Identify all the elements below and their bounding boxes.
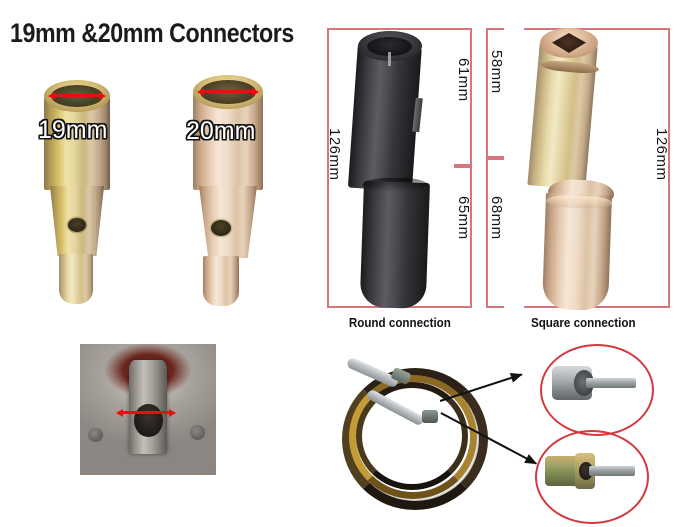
connector-19mm — [38, 78, 118, 306]
square-lower-bracket — [486, 158, 521, 308]
installed-connector-bore — [134, 404, 163, 437]
square-upper-bracket-tick-bottom — [486, 156, 504, 158]
square-bracket-bottom — [524, 306, 670, 308]
square-connector — [518, 28, 638, 312]
cable-coil-inner — [356, 382, 468, 490]
hub-bolt-hole-right — [190, 425, 206, 440]
installed-connector-bore-arrow — [122, 411, 170, 414]
coiled-cable — [336, 352, 488, 510]
round-total-dimension: 126mm — [326, 128, 343, 181]
lower-fitting-shaft — [589, 466, 635, 476]
connector-19mm-size-label: 19mm — [38, 116, 108, 144]
round-connector-lower-barrel — [359, 180, 430, 310]
hub-bolt-hole-left — [88, 427, 104, 443]
round-lower-bracket — [437, 166, 472, 308]
square-bracket-top — [524, 28, 670, 30]
square-lower-dimension: 68mm — [488, 196, 505, 240]
square-connector-lower-barrel — [541, 192, 612, 312]
round-connection-caption: Round connection — [348, 316, 451, 330]
round-lower-bracket-line — [470, 166, 472, 308]
square-lower-bracket-line — [486, 158, 488, 308]
round-connector — [347, 30, 442, 310]
callout-lower-fitting — [545, 452, 637, 494]
square-lower-bracket-tick-top — [486, 158, 504, 160]
upper-fitting-shaft — [586, 378, 636, 388]
round-lower-bracket-tick-top — [454, 166, 472, 168]
round-bracket-left — [327, 28, 329, 308]
round-lower-bracket-tick-bottom — [454, 306, 472, 308]
square-bracket-right — [668, 28, 670, 308]
round-connector-upper-barrel — [347, 41, 422, 192]
square-upper-bracket — [486, 28, 521, 158]
round-upper-bracket — [437, 28, 472, 166]
connector-20mm-bore-arrow — [203, 90, 253, 93]
connector-19mm-pin-hole — [68, 218, 86, 232]
square-lower-bracket-tick-bottom — [486, 306, 504, 308]
round-connector-keyway — [388, 52, 391, 66]
square-connection-caption: Square connection — [530, 316, 636, 330]
connector-20mm-pin-hole — [211, 220, 231, 236]
connector-19mm-shank — [59, 254, 93, 304]
cable-coil-outer — [342, 368, 488, 510]
square-upper-bracket-line — [486, 28, 488, 158]
round-lower-dimension: 65mm — [455, 196, 472, 240]
square-upper-dimension: 58mm — [488, 50, 505, 94]
round-upper-dimension: 61mm — [455, 58, 472, 102]
round-upper-bracket-tick-bottom — [454, 164, 472, 166]
round-bracket-top — [327, 28, 472, 30]
connector-20mm-shank — [203, 256, 239, 306]
connector-19mm-bore-arrow — [54, 94, 100, 97]
square-total-dimension: 126mm — [653, 128, 670, 181]
connector-20mm-size-label: 20mm — [186, 117, 256, 145]
round-connector-shoulder — [362, 178, 428, 192]
round-upper-bracket-line — [470, 28, 472, 166]
page-title: 19mm &20mm Connectors — [10, 18, 294, 48]
square-total-bracket — [524, 28, 670, 308]
cable-connector-tip — [422, 410, 438, 423]
upper-fitting-bore — [574, 370, 594, 396]
connector-20mm — [185, 74, 271, 308]
installed-connector-photo — [80, 344, 216, 475]
round-connector-bore — [367, 37, 412, 56]
callout-upper-fitting — [552, 364, 640, 406]
square-upper-bracket-tick-top — [486, 28, 504, 30]
round-upper-bracket-tick-top — [454, 28, 472, 30]
cable-coil-mid — [349, 375, 477, 499]
callout-lower-fitting-circle — [535, 430, 649, 524]
